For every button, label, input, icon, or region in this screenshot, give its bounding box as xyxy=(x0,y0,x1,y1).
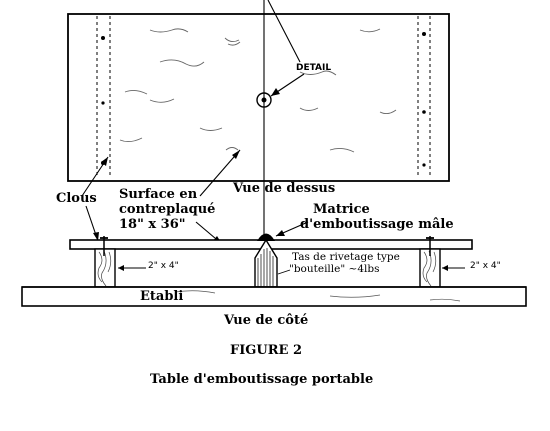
bottle-dolly xyxy=(254,238,278,288)
male-die xyxy=(257,233,275,241)
surface-label-line3: 18" x 36" xyxy=(119,217,186,232)
clous-label: Clous xyxy=(56,191,97,206)
surface-label-line2: contreplaqué xyxy=(119,202,216,217)
wood-grain xyxy=(119,28,397,153)
figure-caption: Table d'emboutissage portable xyxy=(150,372,374,387)
etabli-label: Etabli xyxy=(140,289,184,304)
vue-dessus-label: Vue de dessus xyxy=(233,181,336,196)
nail-rows xyxy=(96,16,431,178)
top-view-board xyxy=(67,13,450,182)
lumber-right-label: 2" x 4" xyxy=(470,261,501,271)
lumber-left-label: 2" x 4" xyxy=(148,261,179,271)
figure-label: FIGURE 2 xyxy=(230,343,303,358)
matrice-label-line1: Matrice xyxy=(313,202,370,217)
tas-label-line1: Tas de rivetage type xyxy=(292,251,400,263)
workbench xyxy=(21,286,527,307)
side-view xyxy=(21,221,527,307)
top-view xyxy=(67,0,450,245)
vue-cote-label: Vue de côté xyxy=(224,313,309,328)
die-circle-top xyxy=(256,92,272,108)
surface-label-line1: Surface en xyxy=(119,187,198,202)
tas-label-line2: "bouteille" ~4lbs xyxy=(289,263,380,275)
detail-label: DETAIL xyxy=(296,63,332,73)
matrice-label-line2: d'emboutissage mâle xyxy=(300,217,454,232)
surface-leader xyxy=(199,149,241,197)
